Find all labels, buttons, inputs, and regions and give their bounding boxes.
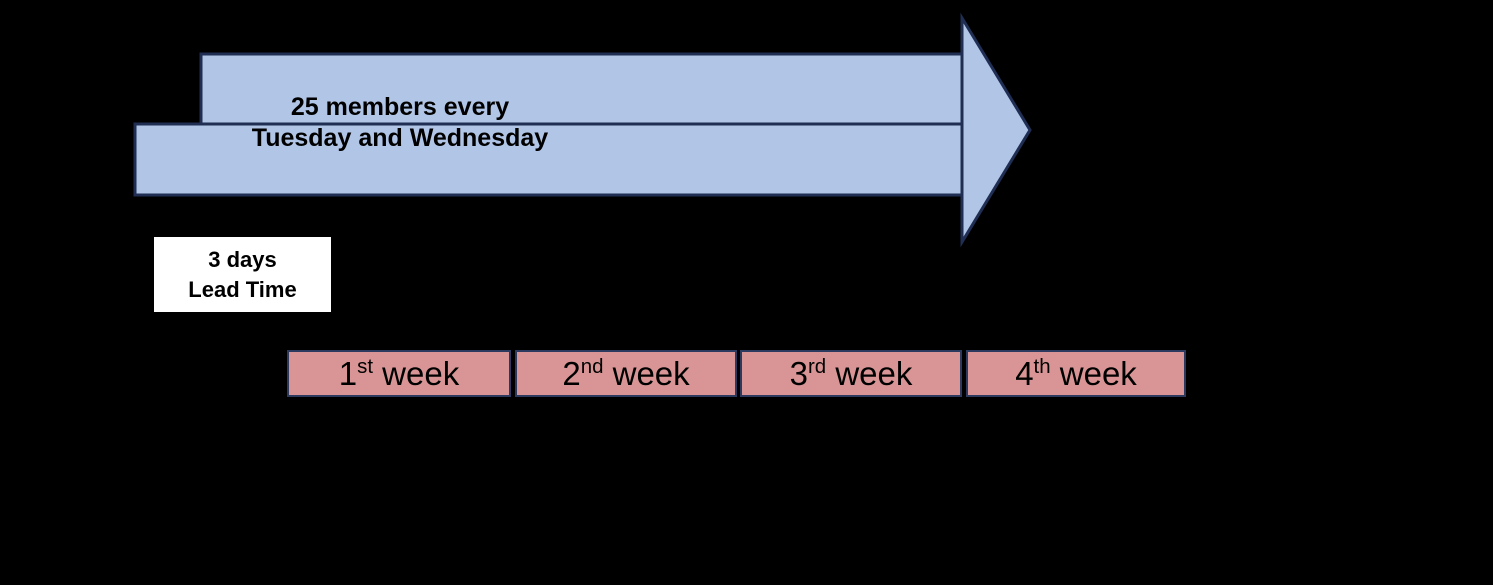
lead-time-duration: 3 days	[208, 246, 277, 272]
lead-time-label: Lead Time	[188, 276, 297, 302]
timeline-week-2-ordinal: nd	[580, 355, 604, 378]
timeline-week-3-ordinal: rd	[807, 355, 827, 378]
arrow-head	[960, 12, 1032, 248]
arrow-band-lower	[133, 122, 964, 197]
timeline-week-3: 3rd week	[740, 350, 962, 397]
timeline-week-3-label: 3rd week	[789, 355, 913, 392]
timeline-week-1: 1st week	[287, 350, 511, 397]
timeline-week-1-ordinal: st	[357, 355, 374, 378]
timeline-week-4-label: 4th week	[1015, 355, 1137, 392]
arrow-band-upper	[199, 52, 964, 126]
timeline-week-4-ordinal: th	[1033, 355, 1051, 378]
timeline-week-4: 4th week	[966, 350, 1186, 397]
lead-time-callout: 3 days Lead Time	[154, 237, 331, 312]
timeline-week-2: 2nd week	[515, 350, 737, 397]
timeline-week-2-label: 2nd week	[562, 355, 690, 392]
timeline-week-1-label: 1st week	[338, 355, 460, 392]
